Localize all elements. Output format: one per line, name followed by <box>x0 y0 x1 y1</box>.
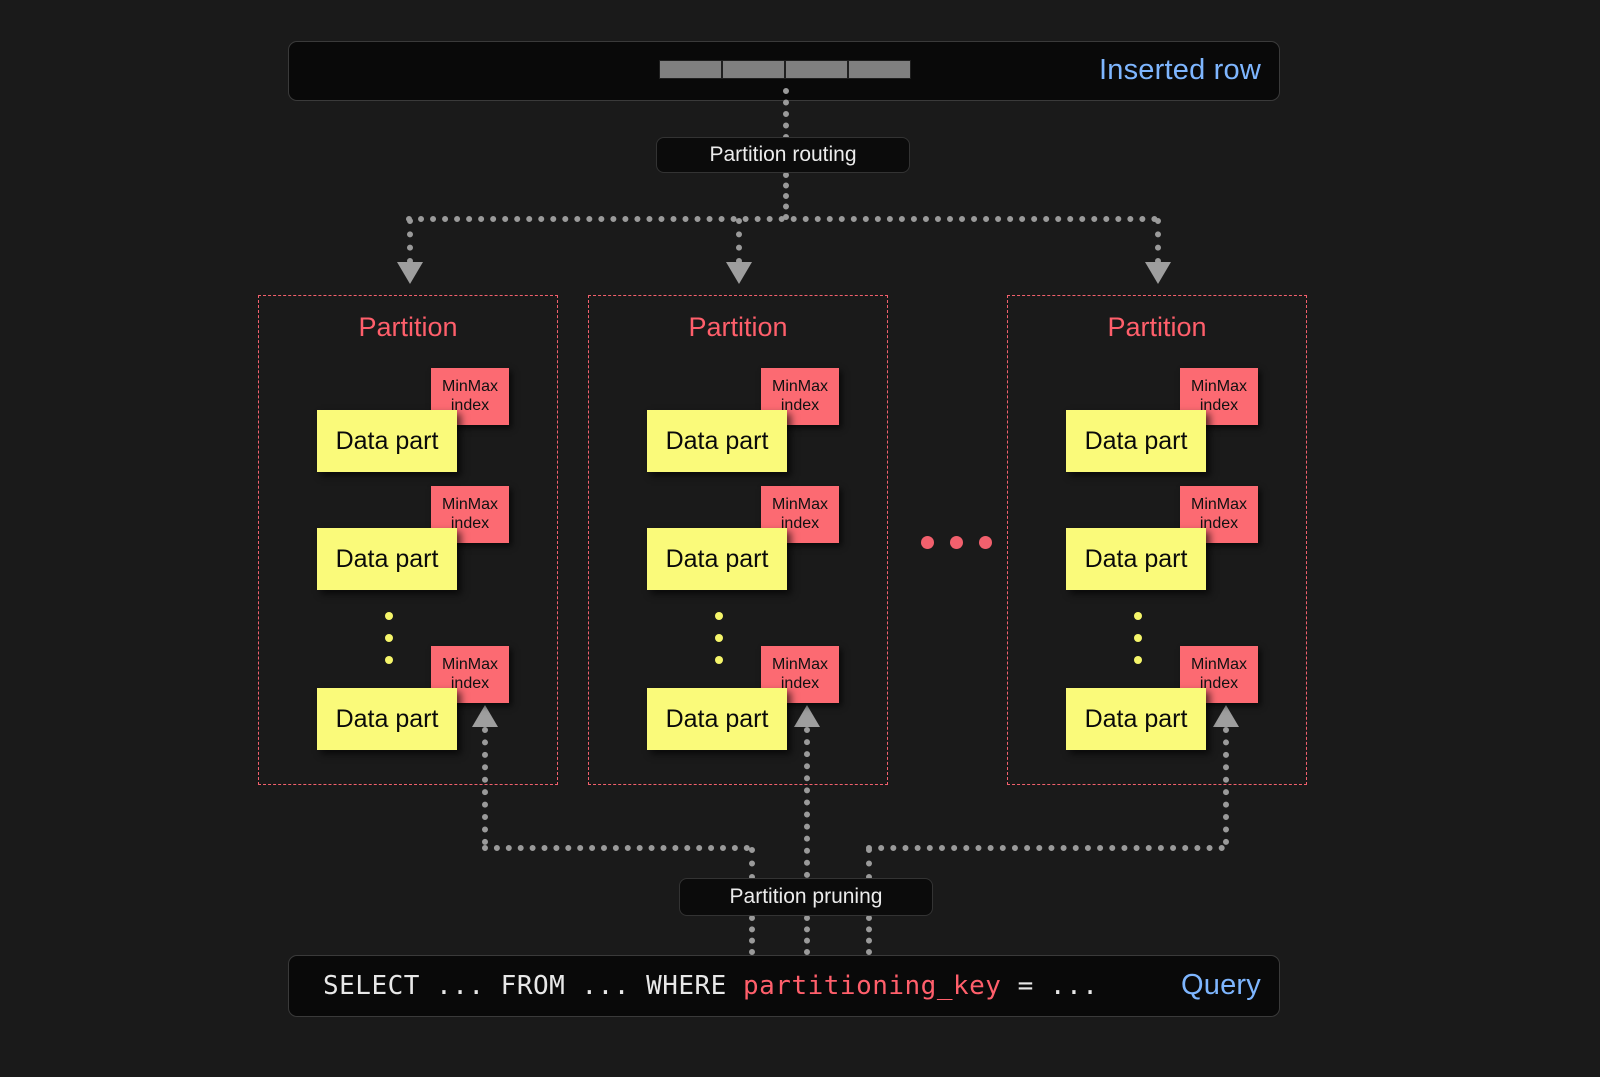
minmax-index-line1: MinMax <box>1190 377 1247 395</box>
connector-prune-riser-left <box>749 847 755 880</box>
partitions-ellipsis <box>921 536 992 549</box>
data-parts-ellipsis <box>385 612 393 664</box>
row-cell <box>848 60 911 79</box>
minmax-index-line2: index <box>1199 514 1239 532</box>
row-cell <box>785 60 848 79</box>
sql-prefix: SELECT ... FROM ... WHERE <box>323 971 743 1001</box>
data-part-box: Data part <box>647 528 787 590</box>
connector-row-to-routing <box>783 88 789 140</box>
ellipsis-dot <box>1134 656 1142 664</box>
minmax-index-line2: index <box>1199 674 1239 692</box>
connector-routing-bus <box>406 216 1158 222</box>
partition-title: Partition <box>358 312 458 342</box>
ellipsis-dot <box>385 634 393 642</box>
data-part-box: Data part <box>1066 410 1206 472</box>
minmax-index-box: MinMax index <box>761 486 839 543</box>
sql-suffix: = ... <box>1001 971 1099 1001</box>
data-part-box: Data part <box>647 410 787 472</box>
minmax-index-line1: MinMax <box>1190 495 1247 513</box>
sql-partitioning-key: partitioning_key <box>743 971 1002 1001</box>
query-bar: SELECT ... FROM ... WHERE partitioning_k… <box>288 955 1280 1017</box>
partition-container-3: Partition MinMax index Data part MinMax … <box>1007 295 1307 785</box>
ellipsis-dot <box>385 612 393 620</box>
ellipsis-dot <box>715 656 723 664</box>
arrowhead-up-1 <box>472 705 498 727</box>
minmax-index-line1: MinMax <box>441 377 498 395</box>
arrowhead-down-1 <box>397 262 423 284</box>
partition-container-1: Partition MinMax index Data part MinMax … <box>258 295 558 785</box>
connector-routing-down <box>783 172 789 220</box>
minmax-index-line2: index <box>780 674 820 692</box>
data-part-box: Data part <box>647 688 787 750</box>
data-part-box: Data part <box>317 688 457 750</box>
partition-title: Partition <box>1107 312 1207 342</box>
query-sql-text: SELECT ... FROM ... WHERE partitioning_k… <box>323 971 1098 1001</box>
minmax-index-line2: index <box>450 396 490 414</box>
partition-container-2: Partition MinMax index Data part MinMax … <box>588 295 888 785</box>
row-cell <box>659 60 722 79</box>
ellipsis-dot <box>715 634 723 642</box>
minmax-index-line2: index <box>780 396 820 414</box>
arrowhead-down-2 <box>726 262 752 284</box>
data-part-box: Data part <box>317 528 457 590</box>
data-part-box: Data part <box>1066 528 1206 590</box>
minmax-index-line1: MinMax <box>771 495 828 513</box>
ellipsis-dot <box>1134 612 1142 620</box>
minmax-index-line2: index <box>1199 396 1239 414</box>
ellipsis-dot <box>921 536 934 549</box>
minmax-index-box: MinMax index <box>1180 368 1258 425</box>
minmax-index-line1: MinMax <box>441 655 498 673</box>
inserted-row-label: Inserted row <box>1099 54 1261 86</box>
ellipsis-dot <box>950 536 963 549</box>
connector-prune-riser-right <box>866 847 872 880</box>
connector-prune-bus-left <box>482 845 750 851</box>
minmax-index-line1: MinMax <box>771 655 828 673</box>
row-cell <box>722 60 785 79</box>
connector-pruning-to-query-1 <box>749 915 755 955</box>
connector-prune-leg-1 <box>482 727 488 845</box>
connector-branch-2 <box>736 218 742 264</box>
ellipsis-dot <box>715 612 723 620</box>
arrowhead-up-3 <box>1213 705 1239 727</box>
data-parts-ellipsis <box>1134 612 1142 664</box>
minmax-index-line1: MinMax <box>771 377 828 395</box>
minmax-index-line1: MinMax <box>441 495 498 513</box>
minmax-index-line2: index <box>450 674 490 692</box>
connector-pruning-to-query-2 <box>804 915 810 955</box>
data-part-box: Data part <box>1066 688 1206 750</box>
connector-prune-leg-2 <box>804 727 810 878</box>
minmax-index-line1: MinMax <box>1190 655 1247 673</box>
data-part-box: Data part <box>317 410 457 472</box>
arrowhead-up-2 <box>794 705 820 727</box>
minmax-index-box: MinMax index <box>761 368 839 425</box>
inserted-row-cells <box>659 60 911 79</box>
ellipsis-dot <box>1134 634 1142 642</box>
query-label: Query <box>1181 969 1261 1001</box>
arrowhead-down-3 <box>1145 262 1171 284</box>
ellipsis-dot <box>385 656 393 664</box>
partition-routing-box[interactable]: Partition routing <box>656 137 910 173</box>
connector-prune-bus-right <box>866 845 1225 851</box>
connector-pruning-to-query-3 <box>866 915 872 955</box>
minmax-index-line2: index <box>780 514 820 532</box>
ellipsis-dot <box>979 536 992 549</box>
data-parts-ellipsis <box>715 612 723 664</box>
connector-branch-3 <box>1155 218 1161 264</box>
connector-prune-leg-3 <box>1223 727 1229 845</box>
partition-title: Partition <box>688 312 788 342</box>
connector-branch-1 <box>407 218 413 264</box>
partition-pruning-box[interactable]: Partition pruning <box>679 878 933 916</box>
minmax-index-line2: index <box>450 514 490 532</box>
